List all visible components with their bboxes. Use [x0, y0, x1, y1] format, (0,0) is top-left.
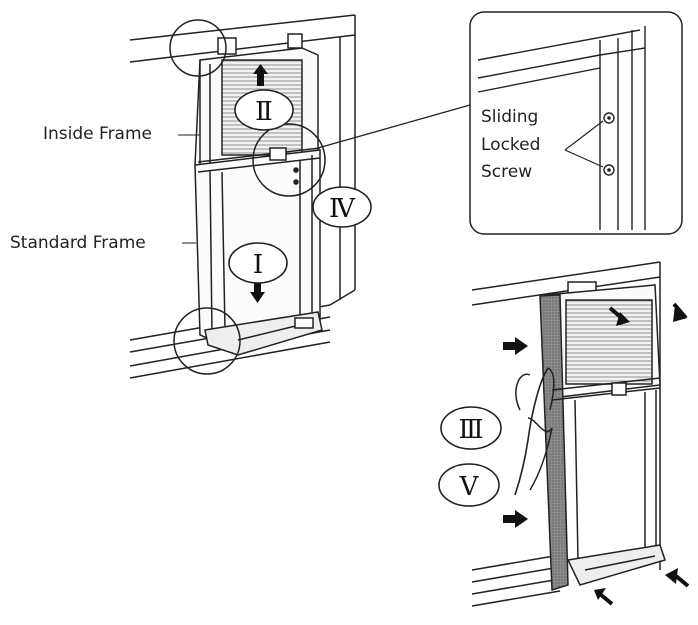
detail-inset	[469, 11, 683, 235]
inside-frame-label: Inside Frame	[43, 124, 152, 144]
step-3-badge: Ⅲ	[440, 406, 502, 450]
step-5-badge: Ⅴ	[438, 463, 500, 507]
push-arrow-icon	[672, 302, 688, 322]
push-arrow-icon	[503, 337, 528, 355]
push-arrow-icon	[665, 568, 690, 588]
detail-label-sliding: Sliding	[481, 107, 539, 127]
down-arrow-icon	[250, 278, 265, 303]
step-1-label: Ⅰ	[253, 250, 263, 280]
step-4-label: Ⅳ	[329, 194, 356, 224]
standard-frame-label: Standard Frame	[10, 233, 146, 253]
step-4-badge: Ⅳ	[312, 186, 372, 228]
screw-icon	[603, 164, 615, 176]
step-1-badge: Ⅰ	[228, 242, 288, 284]
step-5-label: Ⅴ	[459, 472, 480, 502]
push-arrow-icon	[608, 306, 630, 326]
detail-label-locked: Locked	[481, 135, 541, 155]
right-window-illustration	[471, 261, 666, 607]
push-arrow-icon	[594, 588, 614, 606]
detail-label-screw: Screw	[481, 162, 533, 182]
step-3-label: Ⅲ	[458, 415, 483, 445]
push-arrow-icon	[503, 510, 528, 528]
step-2-badge: Ⅱ	[234, 89, 294, 131]
screw-icon	[603, 112, 615, 124]
callout-line	[317, 104, 471, 149]
step-2-label: Ⅱ	[255, 97, 273, 127]
up-arrow-icon	[253, 64, 268, 86]
